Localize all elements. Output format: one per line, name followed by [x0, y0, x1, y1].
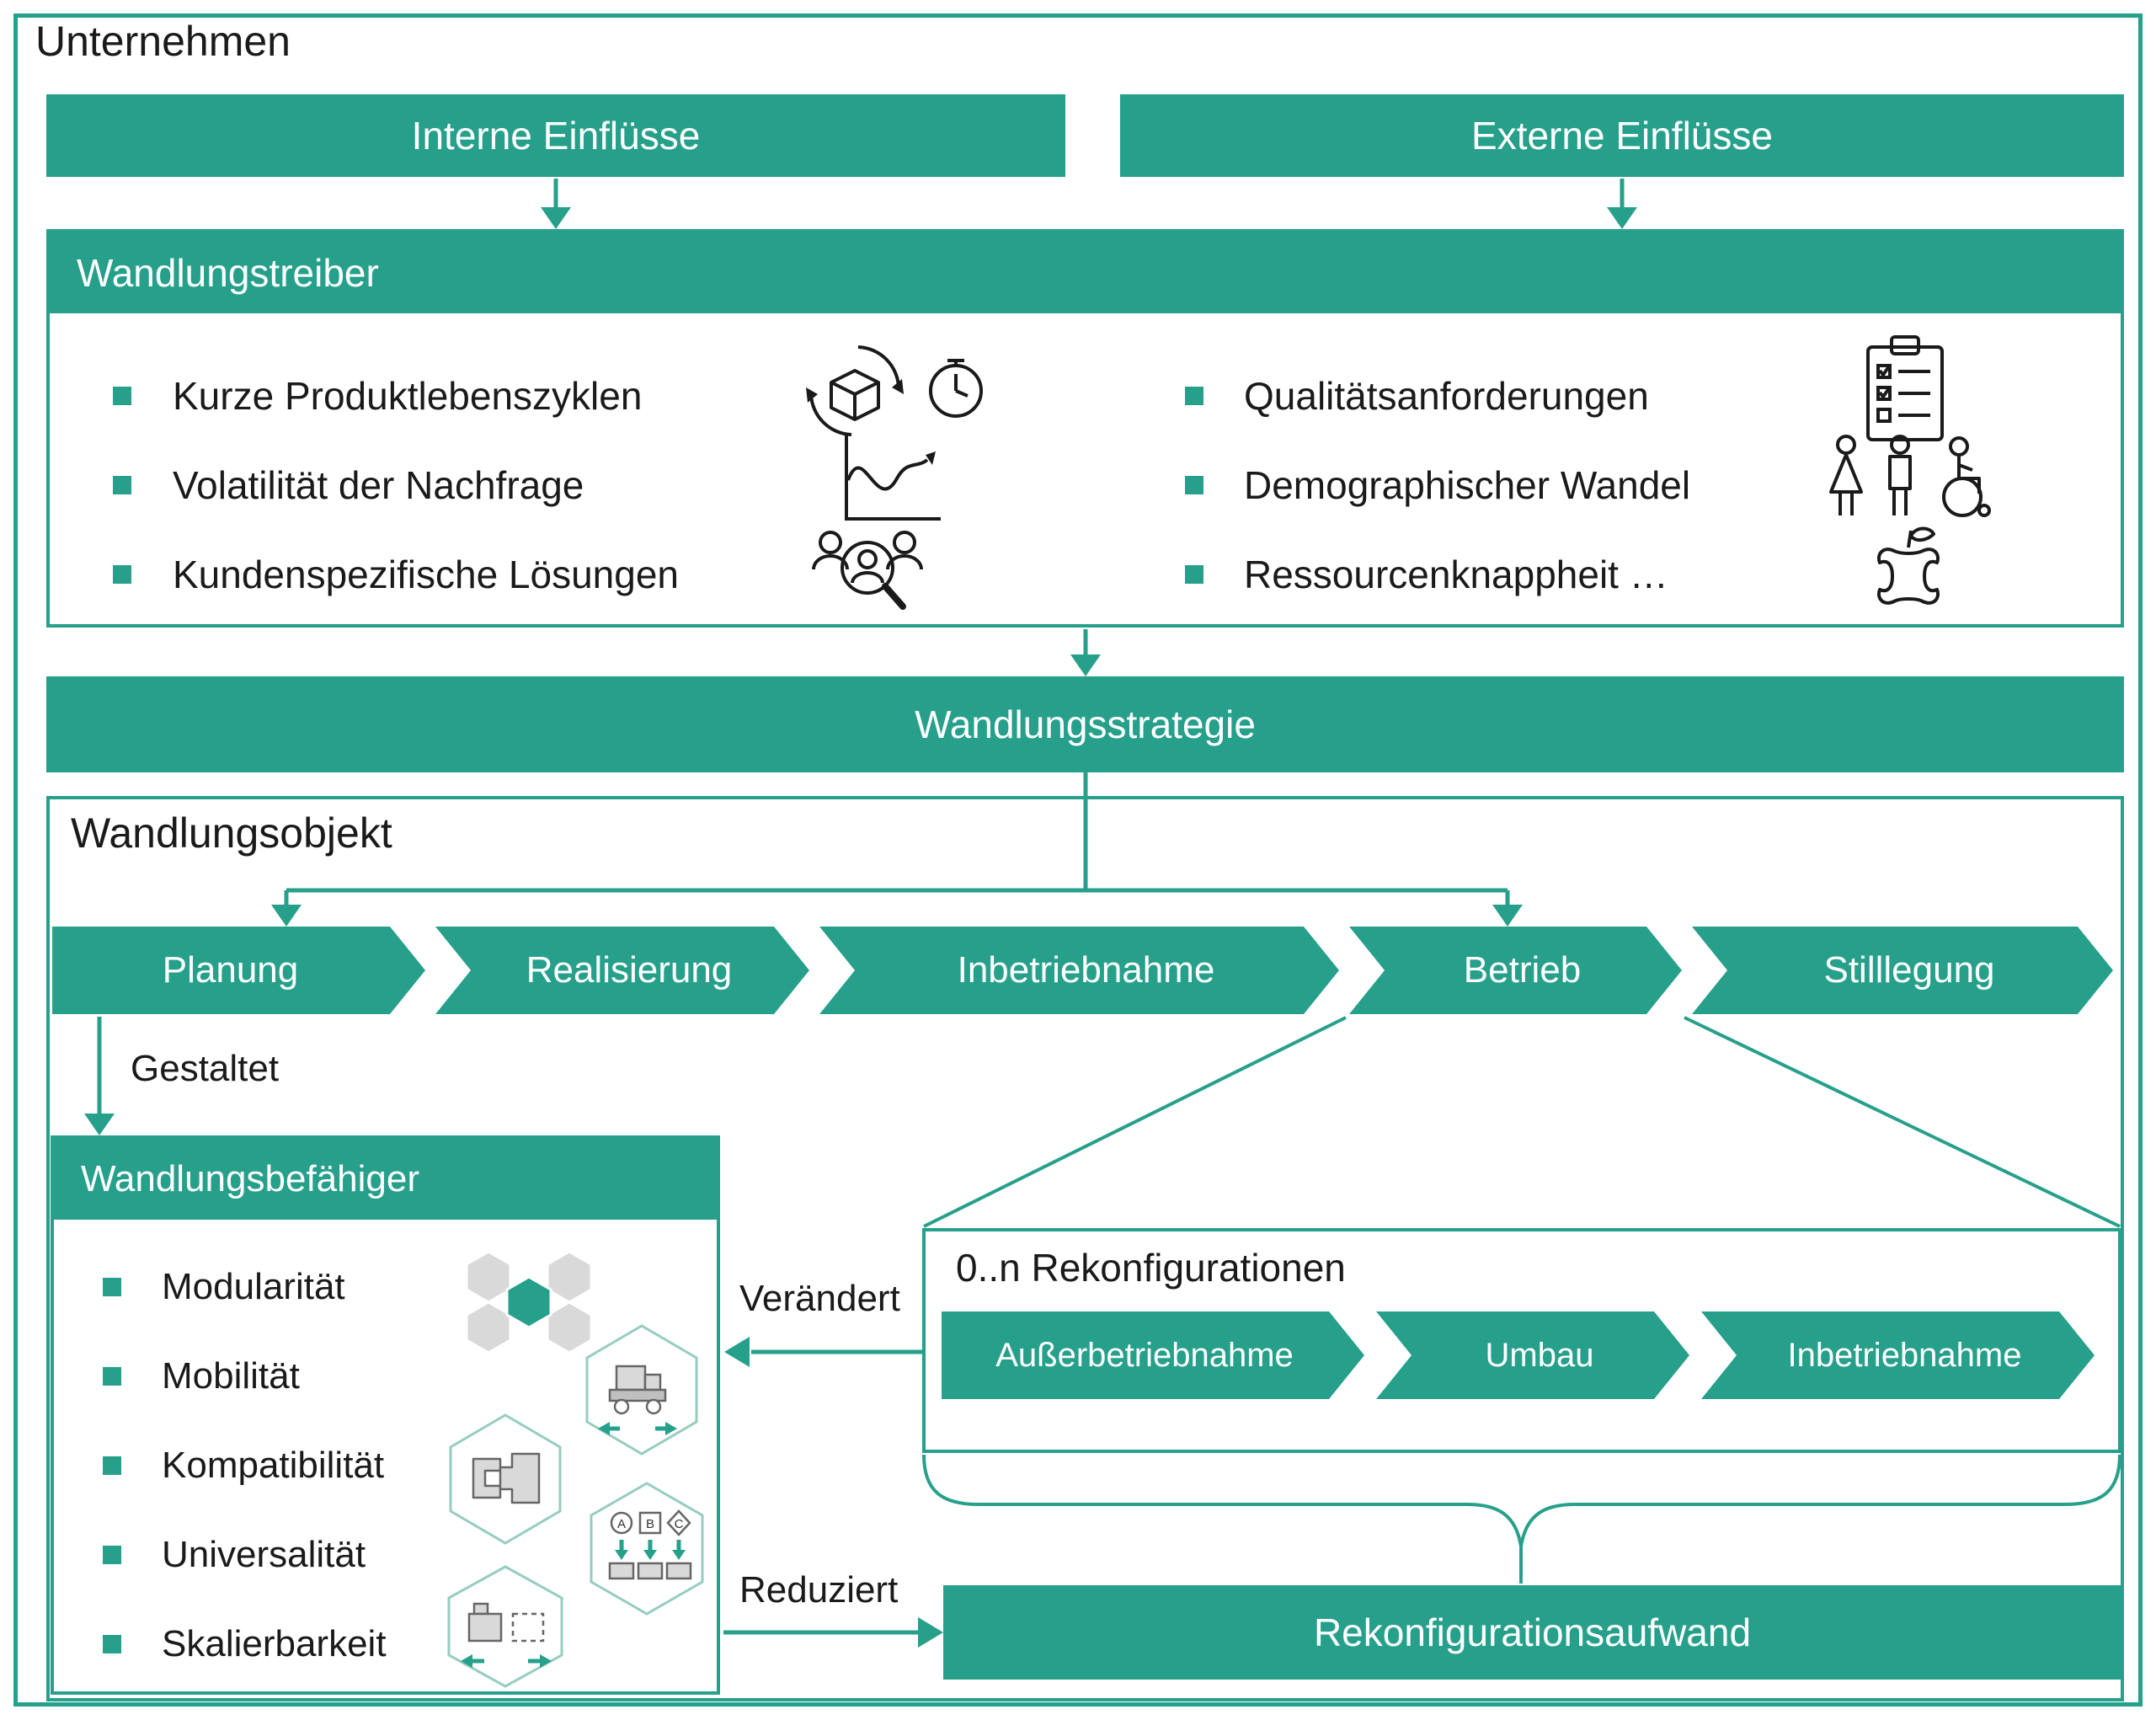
betrieb-explode-line-left — [923, 1016, 1347, 1228]
bullet-square-icon — [113, 476, 131, 494]
veraendert-label: Verändert — [739, 1278, 900, 1319]
customer-solutions-icon — [812, 531, 923, 610]
treiber-item: Qualitätsanforderungen — [1244, 374, 1649, 418]
bullet-square-icon — [103, 1635, 121, 1653]
wandlungsbefaehiger-header: Wandlungsbefähiger — [54, 1139, 717, 1220]
bullet-square-icon — [103, 1456, 121, 1475]
betrieb-explode-line-right — [1684, 1016, 2121, 1228]
bullet-square-icon — [103, 1546, 121, 1564]
universality-icon: A B C — [590, 1482, 704, 1616]
strategy-branch-connector — [284, 772, 1510, 906]
gestaltet-arrowhead — [84, 1114, 115, 1135]
treiber-item: Kurze Produktlebenszyklen — [173, 374, 643, 418]
strategy-arrowhead — [1070, 654, 1101, 676]
bullet-square-icon — [113, 565, 131, 584]
befaehiger-item: Kompatibilität — [162, 1445, 385, 1486]
bullet-square-icon — [103, 1367, 121, 1386]
scalability-icon — [447, 1565, 563, 1688]
internal-influences-bar: Interne Einflüsse — [46, 94, 1065, 177]
wandlungsbefaehiger-box: Wandlungsbefähiger — [51, 1135, 720, 1695]
modularity-icon — [465, 1250, 593, 1354]
wandlungsstrategie-bar: Wandlungsstrategie — [46, 676, 2124, 772]
bullet-square-icon — [1185, 565, 1203, 584]
veraendert-arrowhead — [724, 1337, 750, 1367]
bullet-square-icon — [1185, 476, 1203, 494]
rekonfig-phase-ausserbetriebnahme: Außerbetriebnahme — [942, 1311, 1364, 1399]
betrieb-arrowhead — [1492, 905, 1523, 927]
bullet-square-icon — [113, 387, 131, 405]
rekonfig-phase-inbetriebnahme: Inbetriebnahme — [1701, 1311, 2095, 1399]
wandlungsobjekt-title: Wandlungsobjekt — [71, 809, 392, 857]
treiber-item: Volatilität der Nachfrage — [173, 463, 584, 507]
treiber-item: Kundenspezifische Lösungen — [173, 553, 680, 596]
internal-influence-arrowhead — [541, 207, 571, 229]
universality-letter: A — [617, 1517, 626, 1531]
phase-betrieb: Betrieb — [1349, 927, 1682, 1014]
bullet-square-icon — [103, 1278, 121, 1296]
company-frame — [13, 13, 2143, 1707]
phase-stilllegung: Stilllegung — [1692, 927, 2113, 1014]
company-title: Unternehmen — [35, 18, 291, 65]
planung-arrowhead — [271, 905, 302, 927]
befaehiger-item: Universalität — [162, 1534, 366, 1575]
treiber-item: Ressourcenknappheit … — [1244, 553, 1668, 596]
product-lifecycle-icon — [806, 345, 983, 436]
quality-checklist-icon — [1866, 335, 1944, 441]
universality-letter: C — [675, 1517, 684, 1531]
demographics-icon — [1829, 435, 1991, 517]
universality-letter: B — [646, 1517, 654, 1531]
wandlungstreiber-box: Wandlungstreiber — [46, 229, 2124, 628]
befaehiger-item: Mobilität — [162, 1355, 300, 1397]
external-influence-arrowhead — [1607, 207, 1637, 229]
reduziert-arrowhead — [918, 1617, 943, 1648]
wandlungsobjekt-box — [46, 796, 2124, 1701]
mobility-icon — [585, 1324, 698, 1456]
rekonfigurationen-title: 0..n Rekonfigurationen — [956, 1246, 1346, 1290]
befaehiger-item: Skalierbarkeit — [162, 1623, 387, 1664]
wandlungstreiber-header: Wandlungstreiber — [50, 232, 2121, 313]
befaehiger-item: Modularität — [162, 1266, 345, 1307]
compatibility-icon — [449, 1413, 562, 1545]
bullet-square-icon — [1185, 387, 1203, 405]
resource-scarcity-icon — [1877, 526, 1940, 605]
treiber-item: Demographischer Wandel — [1244, 463, 1691, 507]
phase-inbetriebnahme: Inbetriebnahme — [819, 927, 1339, 1014]
gestaltet-label: Gestaltet — [131, 1048, 280, 1089]
phase-planung: Planung — [52, 927, 425, 1014]
rekonfig-phase-umbau: Umbau — [1376, 1311, 1689, 1399]
phase-realisierung: Realisierung — [435, 927, 809, 1014]
reduziert-label: Reduziert — [739, 1569, 899, 1610]
demand-volatility-icon — [845, 435, 941, 521]
rekonfigurationsaufwand-bar: Rekonfigurationsaufwand — [943, 1585, 2121, 1680]
external-influences-bar: Externe Einflüsse — [1120, 94, 2124, 177]
